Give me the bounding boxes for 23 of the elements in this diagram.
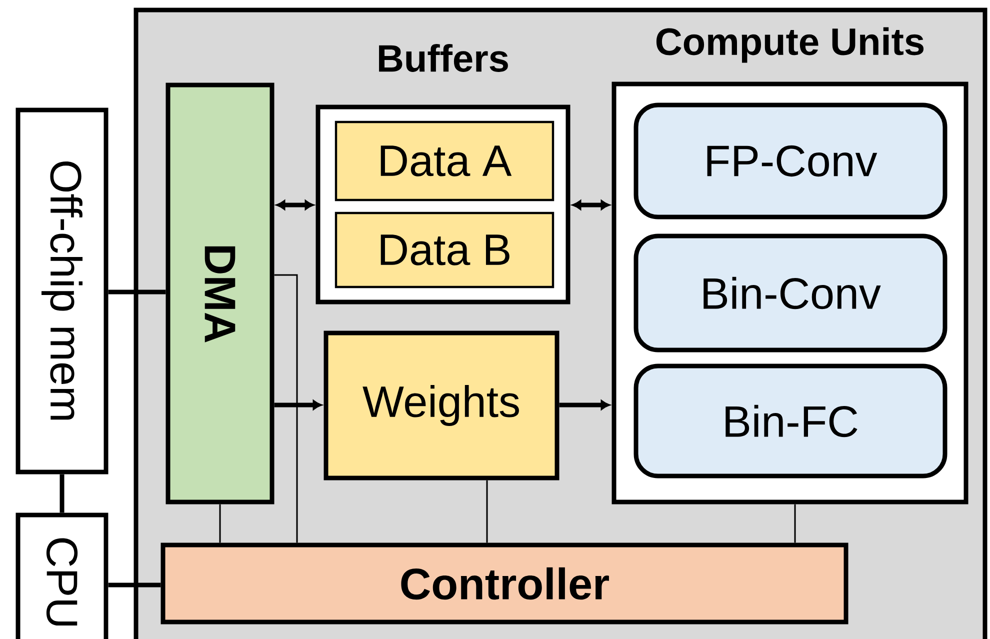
connector-line <box>60 474 64 513</box>
heading: Buffers <box>379 44 508 72</box>
arrow <box>274 400 322 410</box>
cpu-box: CPU <box>16 512 108 639</box>
unit-box: FP-Conv <box>634 102 948 220</box>
connector-line <box>274 274 298 543</box>
connector-line <box>108 582 161 588</box>
connector-line <box>486 480 488 543</box>
arrow <box>559 400 610 410</box>
unit-box: Bin-FC <box>634 364 948 478</box>
unit-box: Bin-Conv <box>634 234 948 352</box>
connector-line <box>794 504 796 543</box>
heading: Compute Units <box>656 27 924 63</box>
connector-line <box>219 504 221 543</box>
memory-box: Off-chip mem <box>16 108 108 474</box>
dma-box: DMA <box>166 82 274 504</box>
arrow <box>276 200 314 210</box>
controller-box: Controller <box>160 542 848 624</box>
arrow <box>572 200 610 210</box>
connector-line <box>108 290 166 294</box>
buffer-box: Data B <box>334 212 554 288</box>
weights-box: Weights <box>324 330 560 480</box>
buffer-box: Data A <box>334 120 554 202</box>
